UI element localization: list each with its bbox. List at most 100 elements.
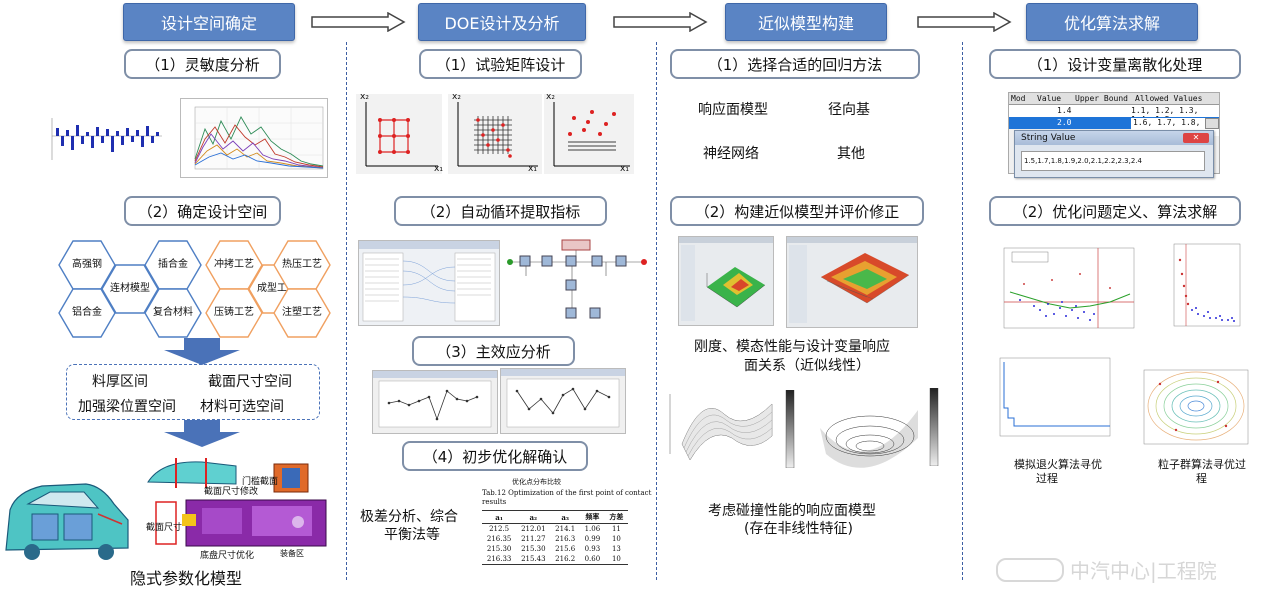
axis-label: x₂ <box>452 92 461 102</box>
step-label: （2）优化问题定义、算法求解 <box>1012 202 1218 221</box>
table-cell: 216.2 <box>555 555 576 563</box>
hex-label: 压铸工艺 <box>214 307 254 318</box>
step-label: （1）选择合适的回归方法 <box>707 55 883 74</box>
stage-label: 设计空间确定 <box>160 14 257 33</box>
car-label: 底盘尺寸优化 <box>200 551 255 561</box>
figure-caption: 刚度、模态性能与设计变量响应 <box>694 339 890 355</box>
table-cell: 1.4 <box>1057 106 1072 115</box>
stage-label: DOE设计及分析 <box>444 14 560 33</box>
hex-label: 插合金 <box>158 259 188 270</box>
table-cell: 211.27 <box>521 535 546 543</box>
car-body-model <box>5 483 129 560</box>
method-text: 平衡法等 <box>384 527 440 543</box>
axis-label: x₁ <box>434 164 443 174</box>
step-label: （1）灵敏度分析 <box>145 55 260 74</box>
watermark-text: 中汽中心|工程院 <box>1070 559 1217 583</box>
figure-caption: 程 <box>1196 472 1207 485</box>
table-cell: 212.5 <box>489 525 510 533</box>
space-item: 材料可选空间 <box>200 399 284 415</box>
underbody-model <box>155 499 327 547</box>
hex-label: 高强钢 <box>72 259 102 270</box>
step-design-space: （2）确定设计空间 <box>124 196 281 226</box>
step-sensitivity: （1）灵敏度分析 <box>124 49 281 79</box>
hex-material: 连材模型 <box>101 264 159 314</box>
space-item: 料厚区间 <box>92 374 148 390</box>
car-label: 门槛截面 <box>242 477 279 487</box>
step-matrix-design: （1）试验矩阵设计 <box>419 49 582 79</box>
table-cell: 212.01 <box>521 525 546 533</box>
table-caption: Tab.12 Optimization of the first point o… <box>482 489 652 497</box>
regression-method: 径向基 <box>828 102 870 118</box>
doe-plot-full-factorial <box>356 94 442 174</box>
stage-approx-model: 近似模型构建 <box>725 3 887 41</box>
step-initial-opt: （4）初步优化解确认 <box>402 441 588 471</box>
figure-caption: 粒子群算法寻优过 <box>1158 458 1246 471</box>
table-cell: 215.43 <box>521 555 546 563</box>
doe-plot-random <box>544 94 634 174</box>
optimization-scatter-plot <box>1003 247 1135 329</box>
stage-arrow-icon <box>917 12 1012 32</box>
hex-label: 成型工艺 <box>257 283 297 294</box>
table-cell: 0.99 <box>584 535 601 543</box>
regression-method: 神经网络 <box>703 146 759 162</box>
stage-design-space: 设计空间确定 <box>123 3 295 41</box>
parameter-mapping-window <box>358 240 500 326</box>
hex-label: 连材模型 <box>110 283 150 294</box>
stage-doe: DOE设计及分析 <box>418 3 586 41</box>
main-effect-plot <box>372 370 498 434</box>
table-header: Mod <box>1011 94 1026 103</box>
table-cell: 215.6 <box>555 545 576 553</box>
table-header: a₁ <box>495 512 503 522</box>
sensitivity-line-chart <box>180 98 328 178</box>
table-cell: 216.3 <box>555 535 576 543</box>
table-row[interactable] <box>1009 105 1219 117</box>
close-icon[interactable]: ✕ <box>1183 133 1209 143</box>
hex-label: 铝合金 <box>72 307 102 318</box>
figure-caption: 过程 <box>1036 472 1058 485</box>
hex-process: 注塑工艺 <box>273 288 331 338</box>
step-label: （2）自动循环提取指标 <box>420 202 581 221</box>
stage-label: 近似模型构建 <box>757 14 854 33</box>
step-label: （2）构建近似模型并评价修正 <box>694 202 900 221</box>
simulated-annealing-plot <box>999 357 1111 437</box>
step-main-effect: （3）主效应分析 <box>412 336 575 366</box>
regression-method: 其他 <box>837 146 865 162</box>
method-text: 极差分析、综合 <box>360 509 458 525</box>
table-cell: 216.33 <box>486 555 512 563</box>
nonlinear-surface-plot <box>820 410 918 468</box>
step-opt-problem: （2）优化问题定义、算法求解 <box>989 196 1241 226</box>
particle-swarm-contour <box>1143 369 1249 445</box>
table-cell: 10 <box>611 555 621 563</box>
table-header: 方差 <box>609 512 624 521</box>
table-header: Value <box>1037 94 1062 103</box>
string-value-dialog: String Value ✕ 1.5,1.7,1.8,1.9,2.0,2.1,2… <box>1014 130 1214 178</box>
step-discretization: （1）设计变量离散化处理 <box>989 49 1241 79</box>
section-model <box>147 458 237 488</box>
sensitivity-bars <box>56 125 159 152</box>
dialog-title: String Value <box>1021 133 1076 143</box>
string-value-field[interactable]: 1.5,1.7,1.8,1.9,2.0,2.1,2.2,2.3,2.4 <box>1021 151 1205 171</box>
hex-material: 复合材料 <box>144 288 202 338</box>
axis-label: x₁ <box>528 164 537 174</box>
down-arrow-icon <box>164 338 240 365</box>
stage-label: 优化算法求解 <box>1063 14 1160 33</box>
response-surface-window <box>786 236 918 328</box>
step-label: （2）确定设计空间 <box>137 202 268 221</box>
table-cell: 215.30 <box>486 545 512 553</box>
figure-caption: (存在非线性特征) <box>744 521 853 537</box>
step-label: （1）设计变量离散化处理 <box>1027 55 1203 74</box>
table-header: a₃ <box>561 512 569 522</box>
table-header: Allowed Values <box>1135 94 1203 103</box>
ellipsis-button[interactable] <box>1205 118 1219 129</box>
figure-caption: 面关系（近似线性） <box>744 358 870 374</box>
optimization-history-plot <box>1173 243 1241 327</box>
table-cell: 2.0 <box>1057 118 1072 127</box>
hex-label: 复合材料 <box>153 307 193 318</box>
main-effect-plot <box>500 368 626 434</box>
table-header: 频率 <box>585 512 600 521</box>
colorbar <box>785 390 795 468</box>
table-cell: 214.1 <box>555 525 576 533</box>
step-auto-extract: （2）自动循环提取指标 <box>394 196 607 226</box>
